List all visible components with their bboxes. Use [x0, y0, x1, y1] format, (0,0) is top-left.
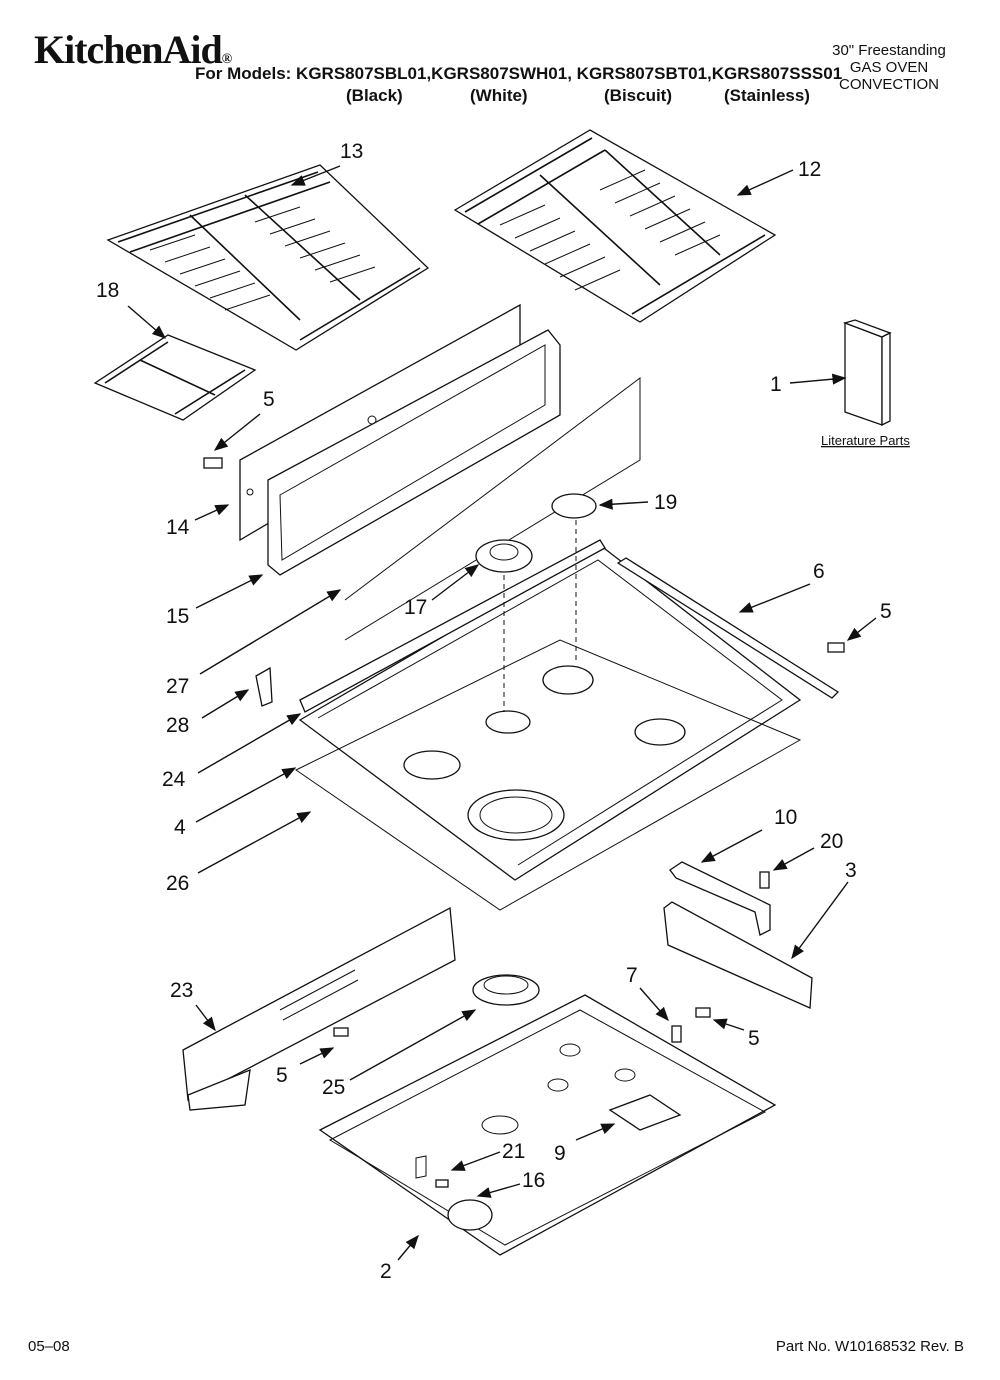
callout-5-lower-right: 5 [748, 1027, 760, 1050]
callout-28: 28 [166, 714, 189, 737]
screws [203, 457, 845, 1188]
callout-2: 2 [380, 1260, 392, 1283]
models-line: For Models: KGRS807SBL01,KGRS807SWH01, K… [195, 64, 843, 83]
callout-10: 10 [774, 806, 797, 829]
callout-12: 12 [798, 158, 821, 181]
callout-14: 14 [166, 516, 190, 539]
side-trim [616, 557, 840, 699]
color-stainless: (Stainless) [724, 86, 810, 105]
callout-19: 19 [654, 491, 677, 514]
callout-13: 13 [340, 140, 363, 163]
callout-16: 16 [522, 1169, 545, 1192]
callout-17: 17 [404, 596, 427, 619]
color-white: (White) [470, 86, 528, 105]
description-line-3: CONVECTION [838, 76, 939, 93]
callout-20: 20 [820, 830, 843, 853]
leader-lines [127, 165, 877, 1261]
footer-part-number: Part No. W10168532 Rev. B [775, 1338, 964, 1355]
callout-4: 4 [174, 816, 186, 839]
burner-cap [551, 493, 597, 519]
grate-small [93, 334, 257, 421]
callout-7: 7 [626, 964, 638, 987]
literature-booklet [842, 319, 892, 427]
callout-23: 23 [170, 979, 193, 1002]
callout-25: 25 [322, 1076, 345, 1099]
callout-15: 15 [166, 605, 189, 628]
description-line-2: GAS OVEN [849, 59, 929, 76]
callout-3: 3 [845, 859, 857, 882]
brand-logo: KitchenAid® [34, 26, 233, 73]
burner-head [475, 539, 533, 573]
callout-24: 24 [162, 768, 186, 791]
cooktop-gasket [295, 639, 802, 911]
clip [255, 666, 273, 707]
callout-5-top: 5 [263, 388, 275, 411]
backguard-panels [239, 303, 641, 641]
burner-box [318, 994, 777, 1256]
literature-parts-label: Literature Parts [821, 433, 910, 448]
color-biscuit: (Biscuit) [604, 86, 672, 105]
callout-27: 27 [166, 675, 189, 698]
grate-left [106, 164, 430, 351]
color-black: (Black) [346, 86, 403, 105]
callout-26: 26 [166, 872, 189, 895]
callout-5-right: 5 [880, 600, 892, 623]
brand-name: KitchenAid [34, 27, 223, 72]
grate-right [453, 129, 777, 323]
callout-5-lower-left: 5 [276, 1064, 288, 1087]
description-line-1: 30" Freestanding [832, 42, 946, 59]
callout-6: 6 [813, 560, 825, 583]
brand-mark: ® [221, 52, 233, 67]
burner-base [472, 974, 540, 1006]
product-description: 30" Freestanding GAS OVEN CONVECTION [814, 42, 964, 93]
bracket-10 [669, 861, 771, 936]
side-panel [182, 906, 456, 1102]
callout-9: 9 [554, 1142, 566, 1165]
callout-21: 21 [502, 1140, 525, 1163]
callout-1: 1 [770, 373, 782, 396]
callout-18: 18 [96, 279, 119, 302]
bracket-3 [663, 901, 813, 1009]
cooktop [298, 539, 802, 881]
footer-date: 05–08 [28, 1338, 70, 1355]
